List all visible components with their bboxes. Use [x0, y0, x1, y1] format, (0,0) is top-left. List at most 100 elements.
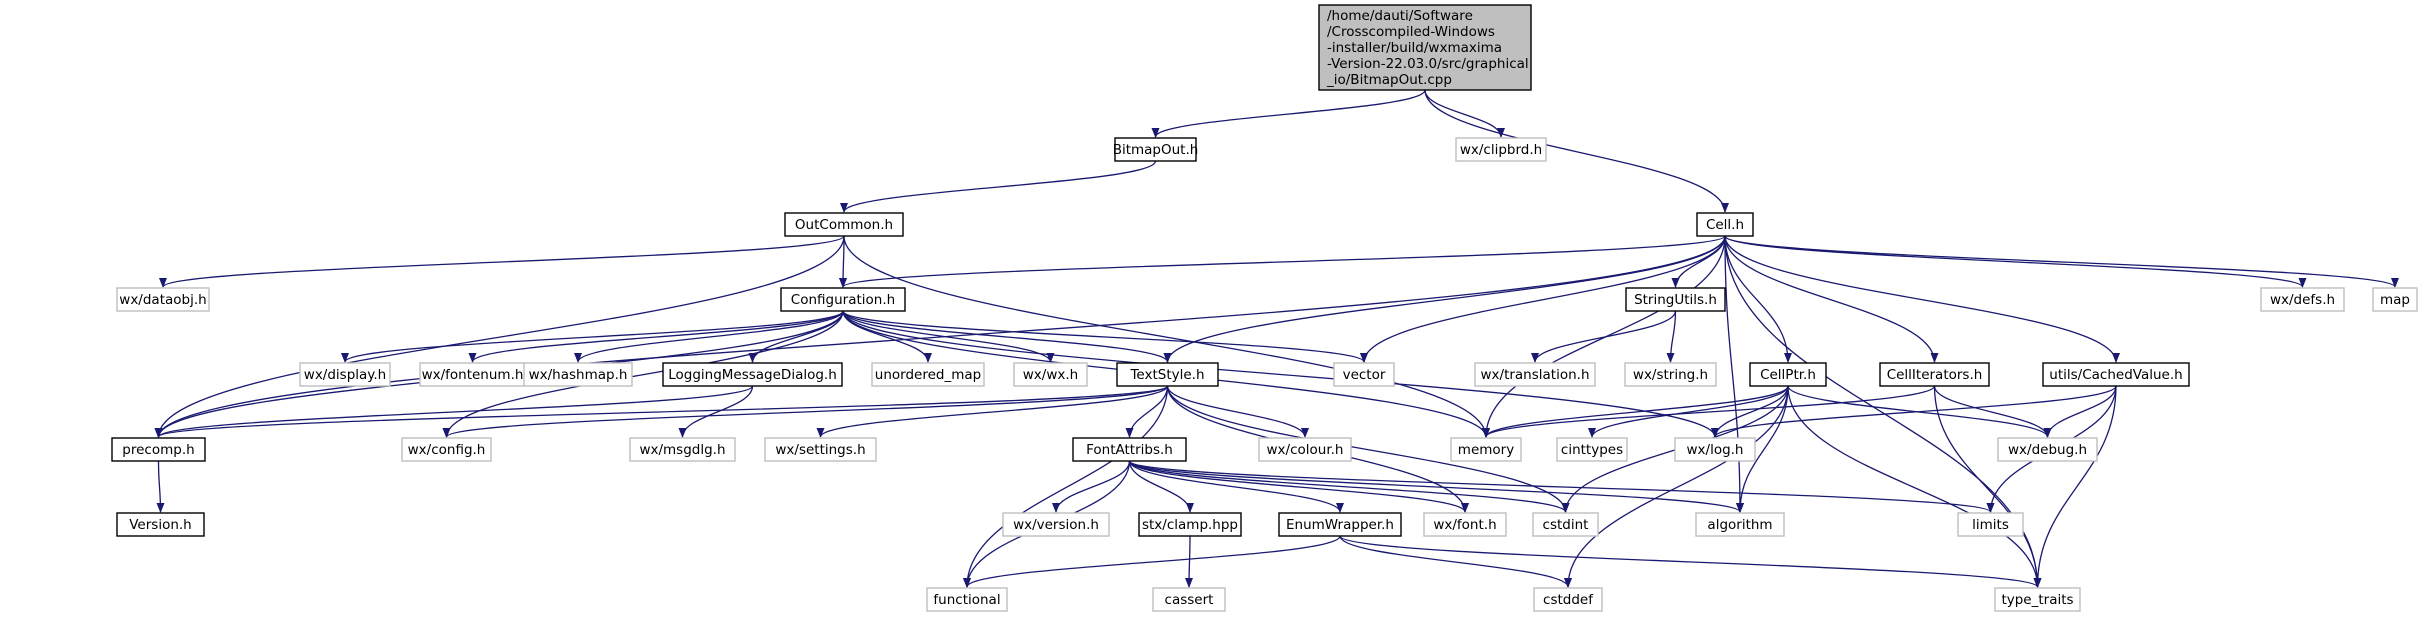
edge-textstyle-to-fontattribs	[1125, 385, 1169, 438]
node-box	[1333, 362, 1395, 387]
node-label: wx/debug.h	[2008, 442, 2087, 458]
edge-enumwrapper-to-type_traits	[1339, 535, 2042, 588]
edge-fontattribs-to-cstdint	[1128, 460, 1570, 513]
node-box	[1318, 4, 1532, 91]
node-configuration[interactable]: Configuration.h	[780, 287, 906, 312]
edge-cell-to-algorithm	[1724, 235, 1744, 513]
edge-configuration-to-textstyle	[842, 310, 1172, 363]
node-box	[2372, 287, 2418, 312]
node-box	[2042, 362, 2190, 387]
edge-fontattribs-to-limits	[1128, 460, 1995, 513]
node-box	[764, 437, 877, 462]
node-cellptr[interactable]: CellPtr.h	[1749, 362, 1827, 387]
node-box	[1013, 362, 1088, 387]
node-label: algorithm	[1707, 517, 1772, 533]
node-label: cstddef	[1543, 592, 1594, 608]
node-type_traits: type_traits	[1994, 587, 2081, 612]
edge-fontattribs-to-font	[1128, 460, 1469, 513]
node-box	[1114, 137, 1197, 162]
node-box	[1258, 437, 1352, 462]
node-map: map	[2372, 287, 2418, 312]
edge-celliterators-to-debug	[1933, 385, 2052, 438]
node-box	[1625, 287, 1726, 312]
node-bitmapout_h[interactable]: BitmapOut.h	[1113, 137, 1199, 162]
node-box	[1474, 362, 1596, 387]
edge-configuration-to-vector	[842, 310, 1368, 363]
node-label: Cell.h	[1706, 217, 1744, 233]
edge-cachedvalue-to-log	[1711, 385, 2117, 438]
edge-textstyle-to-colour	[1166, 385, 1309, 438]
edge-stringutils-to-translation	[1531, 310, 1677, 363]
node-fontattribs[interactable]: FontAttribs.h	[1072, 437, 1187, 462]
node-root[interactable]: /home/dauti/Software/Crosscompiled-Windo…	[1318, 4, 1532, 91]
node-textstyle[interactable]: TextStyle.h	[1116, 362, 1219, 387]
node-box	[662, 362, 843, 387]
node-loggingdlg[interactable]: LoggingMessageDialog.h	[662, 362, 843, 387]
node-wx: wx/wx.h	[1013, 362, 1088, 387]
node-label: cassert	[1165, 592, 1214, 608]
node-cell[interactable]: Cell.h	[1696, 212, 1754, 237]
node-algorithm: algorithm	[1695, 512, 1785, 537]
node-hashmap: wx/hashmap.h	[523, 362, 633, 387]
node-box	[1994, 587, 2081, 612]
node-limits: limits	[1957, 512, 2024, 537]
node-box	[1116, 362, 1219, 387]
edge-outcommon-to-dataobj	[159, 235, 845, 288]
node-label: wx/msgdlg.h	[639, 442, 725, 458]
node-label: wx/dataobj.h	[119, 292, 206, 308]
node-clamp[interactable]: stx/clamp.hpp	[1138, 512, 1242, 537]
edge-outcommon-to-precomp	[154, 235, 845, 438]
node-label: cinttypes	[1561, 442, 1623, 458]
node-box	[1533, 587, 1603, 612]
node-display: wx/display.h	[299, 362, 391, 387]
node-box	[1423, 512, 1507, 537]
edge-cellptr-to-cinttypes	[1588, 385, 1789, 438]
edge-configuration-to-config	[442, 310, 844, 438]
node-label: /Crosscompiled-Windows	[1327, 24, 1495, 40]
node-celliterators[interactable]: CellIterators.h	[1879, 362, 1990, 387]
node-cassert: cassert	[1152, 587, 1226, 612]
node-precomp[interactable]: precomp.h	[111, 437, 206, 462]
node-box	[1002, 512, 1110, 537]
node-label: wx/hashmap.h	[529, 367, 628, 383]
node-label: precomp.h	[122, 442, 194, 458]
edge-outcommon-to-configuration	[839, 235, 848, 288]
node-box	[401, 437, 492, 462]
node-box	[1997, 437, 2098, 462]
node-box	[926, 587, 1008, 612]
node-fontenum: wx/fontenum.h	[419, 362, 526, 387]
node-box	[1695, 512, 1785, 537]
node-cachedvalue[interactable]: utils/CachedValue.h	[2042, 362, 2190, 387]
node-label: FontAttribs.h	[1086, 442, 1173, 458]
node-label: -Version-22.03.0/src/graphical	[1327, 56, 1529, 72]
edge-cellptr-to-memory	[1482, 385, 1789, 438]
edge-root-to-bitmapout_h	[1151, 89, 1426, 138]
node-defs: wx/defs.h	[2260, 287, 2345, 312]
edge-textstyle-to-functional	[963, 385, 1169, 588]
node-string: wx/string.h	[1624, 362, 1717, 387]
edge-fontattribs-to-wxversion	[1052, 460, 1131, 513]
node-config: wx/config.h	[401, 437, 492, 462]
node-stringutils[interactable]: StringUtils.h	[1625, 287, 1726, 312]
node-outcommon[interactable]: OutCommon.h	[784, 212, 904, 237]
node-label: map	[2380, 292, 2410, 308]
node-label: Version.h	[129, 517, 192, 533]
edge-configuration-to-wx	[842, 310, 1055, 363]
node-label: TextStyle.h	[1129, 367, 1204, 383]
node-label: wx/wx.h	[1023, 367, 1078, 383]
node-version_h[interactable]: Version.h	[116, 512, 205, 537]
node-box	[1278, 512, 1402, 537]
node-label: /home/dauti/Software	[1327, 8, 1473, 24]
node-wxversion: wx/version.h	[1002, 512, 1110, 537]
node-box	[111, 437, 206, 462]
node-box	[116, 512, 205, 537]
node-label: LoggingMessageDialog.h	[668, 367, 837, 383]
node-enumwrapper[interactable]: EnumWrapper.h	[1278, 512, 1402, 537]
node-box	[523, 362, 633, 387]
node-label: _io/BitmapOut.cpp	[1326, 72, 1452, 88]
node-cstdint: cstdint	[1532, 512, 1599, 537]
node-label: wx/clipbrd.h	[1460, 142, 1542, 158]
node-translation: wx/translation.h	[1474, 362, 1596, 387]
node-box	[629, 437, 736, 462]
edge-precomp-to-version_h	[156, 460, 165, 513]
